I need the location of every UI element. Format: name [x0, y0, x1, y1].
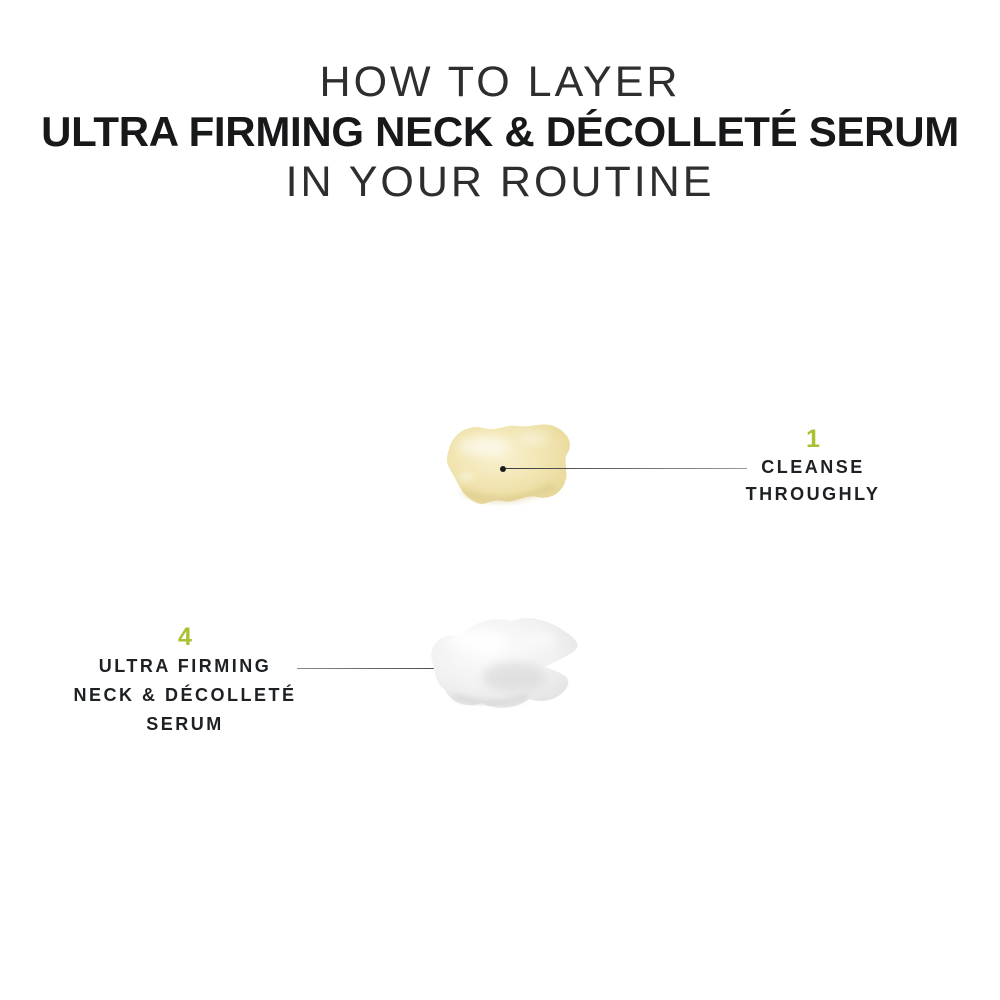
leader-line-step-4 — [297, 668, 497, 669]
serum-cream-swatch-image — [431, 618, 578, 708]
title-line-2-product-name: ULTRA FIRMING NECK & DÉCOLLETÉ SERUM — [41, 108, 959, 155]
step-4-label-line-1: ULTRA FIRMING — [98, 656, 272, 676]
step-4-label-line-3: SERUM — [146, 714, 224, 734]
step-4-label-line-2: NECK & DÉCOLLETÉ — [73, 685, 297, 705]
title-line-1: HOW TO LAYER — [319, 58, 681, 106]
leader-line-step-1 — [505, 468, 747, 469]
leader-dot-step-1 — [500, 466, 506, 472]
step-4-label: 4 ULTRA FIRMING NECK & DÉCOLLETÉ SERUM — [56, 622, 314, 739]
step-1-label: 1 CLEANSE THROUGHLY — [723, 424, 903, 508]
page-title: HOW TO LAYER ULTRA FIRMING NECK & DÉCOLL… — [0, 57, 1000, 207]
step-4-number: 4 — [178, 623, 192, 651]
cleanser-cream-swatch-image — [446, 424, 570, 504]
step-1-label-line-1: CLEANSE — [761, 457, 865, 477]
step-1-label-line-2: THROUGHLY — [745, 484, 881, 504]
title-line-3: IN YOUR ROUTINE — [285, 158, 715, 206]
step-1-number: 1 — [806, 425, 820, 453]
